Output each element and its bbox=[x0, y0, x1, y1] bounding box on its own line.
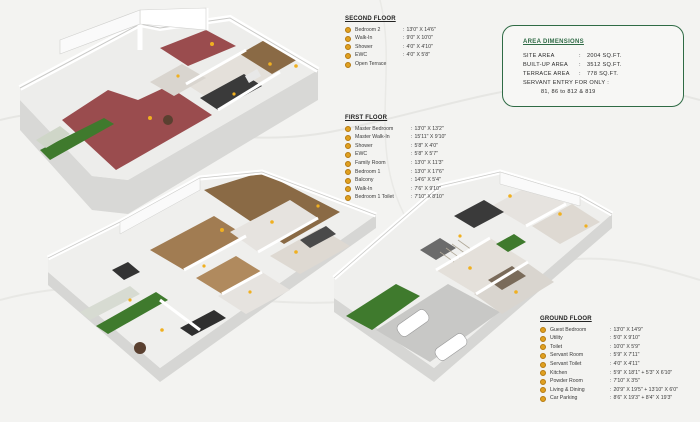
room-list-item: Living & Dining:20'9" X 19'5" + 13'10" X… bbox=[540, 386, 678, 395]
room-list-item: Utility:5'0" X 9'10" bbox=[540, 335, 678, 344]
room-list-item: Master Bedroom:13'0" X 13'2" bbox=[345, 125, 446, 134]
room-list-item: Balcony:14'6" X 5'4" bbox=[345, 177, 446, 186]
room-list-item: Bedroom 2:13'0" X 14'6" bbox=[345, 26, 436, 35]
ground-floor-legend: GROUND FLOOR Guest Bedroom:13'0" X 14'9"… bbox=[540, 316, 678, 403]
bullet-icon bbox=[345, 27, 351, 34]
bullet-icon bbox=[345, 177, 351, 184]
room-list-item: Walk-In:9'0" X 10'0" bbox=[345, 35, 436, 44]
terrace-area-row: TERRACE AREA:778 SQ.FT. bbox=[523, 71, 619, 77]
bullet-icon bbox=[345, 35, 351, 42]
bullet-icon bbox=[540, 353, 546, 360]
room-list-item: EWC:4'0" X 5'8" bbox=[345, 52, 436, 61]
bullet-icon bbox=[540, 344, 546, 351]
room-list-item: Car Parking:8'6" X 19'3" + 8'4" X 19'3" bbox=[540, 395, 678, 404]
bullet-icon bbox=[540, 387, 546, 394]
bullet-icon bbox=[540, 361, 546, 368]
room-list-item: Powder Room:7'10" X 3'5" bbox=[540, 378, 678, 387]
bullet-icon bbox=[540, 378, 546, 385]
bullet-icon bbox=[345, 126, 351, 133]
bullet-icon bbox=[345, 195, 351, 202]
bullet-icon bbox=[345, 143, 351, 150]
room-list-item: Guest Bedroom:13'0" X 14'9" bbox=[540, 326, 678, 335]
built-up-area-row: BUILT-UP AREA:3512 SQ.FT. bbox=[523, 62, 622, 68]
site-area-row: SITE AREA:2004 SQ.FT. bbox=[523, 53, 622, 59]
room-list-item: Walk-In:7'6" X 9'10" bbox=[345, 185, 446, 194]
second-floor-title: SECOND FLOOR bbox=[345, 16, 396, 22]
bullet-icon bbox=[540, 396, 546, 403]
ground-floor-title: GROUND FLOOR bbox=[540, 316, 592, 322]
ground-floor-room-list: Guest Bedroom:13'0" X 14'9" Utility:5'0"… bbox=[540, 326, 678, 403]
bullet-icon bbox=[345, 169, 351, 176]
bullet-icon bbox=[345, 53, 351, 60]
bullet-icon bbox=[540, 370, 546, 377]
bullet-icon bbox=[345, 186, 351, 193]
second-floor-legend: SECOND FLOOR Bedroom 2:13'0" X 14'6" Wal… bbox=[345, 16, 436, 69]
first-floor-legend: FIRST FLOOR Master Bedroom:13'0" X 13'2"… bbox=[345, 115, 446, 202]
room-list-item: Kitchen:5'9" X 18'1" + 5'3" X 6'10" bbox=[540, 369, 678, 378]
bullet-icon bbox=[345, 44, 351, 51]
bullet-icon bbox=[345, 134, 351, 141]
garden-strip bbox=[40, 118, 114, 160]
bullet-icon bbox=[540, 335, 546, 342]
room-list-item: Open Terrace bbox=[345, 60, 436, 69]
servant-entry-label: SERVANT ENTRY FOR ONLY : bbox=[523, 80, 610, 86]
room-list-item: Bedroom 1:13'0" X 17'6" bbox=[345, 168, 446, 177]
room-list-item: Family Room:13'0" X 11'3" bbox=[345, 159, 446, 168]
first-floor-title: FIRST FLOOR bbox=[345, 115, 388, 121]
first-floor-room-list: Master Bedroom:13'0" X 13'2" Master Walk… bbox=[345, 125, 446, 202]
second-floor-room-list: Bedroom 2:13'0" X 14'6" Walk-In:9'0" X 1… bbox=[345, 26, 436, 69]
bullet-icon bbox=[345, 61, 351, 68]
bullet-icon bbox=[540, 327, 546, 334]
bullet-icon bbox=[345, 152, 351, 159]
room-list-item: Toilet:10'0" X 5'9" bbox=[540, 343, 678, 352]
area-dimensions-title: AREA DIMENSIONS bbox=[523, 39, 584, 45]
bullet-icon bbox=[345, 160, 351, 167]
room-list-item: Servant Room:5'9" X 7'11" bbox=[540, 352, 678, 361]
room-list-item: Bedroom 1 Toilet:7'10" X 8'10" bbox=[345, 194, 446, 203]
garden-strip bbox=[346, 284, 420, 330]
room-list-item: Servant Toilet:4'0" X 4'11" bbox=[540, 360, 678, 369]
open-terrace-floor bbox=[62, 86, 212, 170]
garden-strip bbox=[96, 292, 168, 334]
servant-entry-units: 81, 86 to 812 & 819 bbox=[541, 89, 596, 95]
car-parking-area bbox=[376, 284, 500, 362]
room-list-item: EWC:5'8" X 5'7" bbox=[345, 151, 446, 160]
room-list-item: Shower:4'0" X 4'10" bbox=[345, 43, 436, 52]
area-dimensions-box: AREA DIMENSIONS SITE AREA:2004 SQ.FT. BU… bbox=[502, 25, 684, 107]
car-icon bbox=[396, 309, 468, 361]
room-list-item: Shower:5'8" X 4'0" bbox=[345, 142, 446, 151]
room-list-item: Master Walk-In:15'11" X 9'10" bbox=[345, 134, 446, 143]
